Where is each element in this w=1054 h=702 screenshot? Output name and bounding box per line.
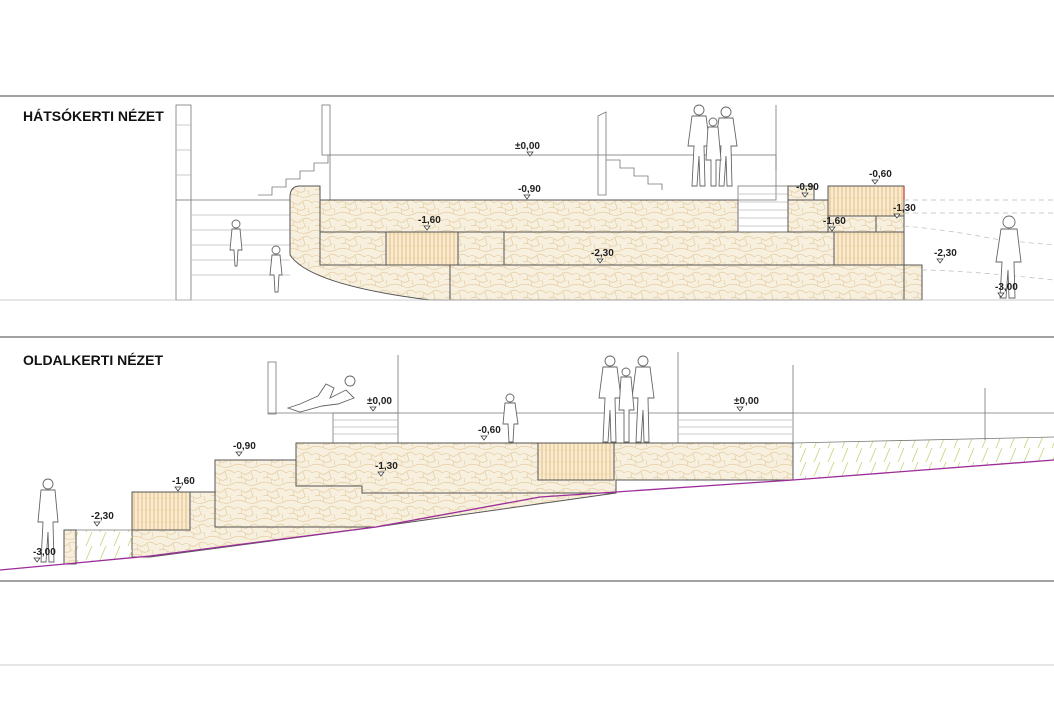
stone-edge-300	[63, 529, 77, 565]
level-marker: -2,30	[934, 248, 957, 264]
terrace-upper	[329, 154, 777, 201]
view-rear-garden: HÁTSÓKERTI NÉZET	[0, 95, 1054, 338]
level-marker: -0,90	[796, 182, 819, 198]
level-marker: -1,60	[418, 215, 441, 231]
person-adult-right	[995, 215, 1022, 299]
ground-hatch-left	[76, 530, 132, 564]
wall-pillar-left	[321, 104, 331, 156]
svg-text:-3,00: -3,00	[33, 547, 56, 558]
level-marker: -0,90	[233, 441, 256, 457]
stone-block-060	[827, 185, 905, 217]
svg-text:±0,00: ±0,00	[515, 141, 540, 152]
level-marker: -1,30	[375, 461, 398, 477]
view-title: HÁTSÓKERTI NÉZET	[23, 107, 164, 124]
svg-text:-1,30: -1,30	[893, 203, 916, 214]
svg-text:-2,30: -2,30	[934, 248, 957, 259]
stairs-right	[677, 412, 794, 444]
person-child-2	[269, 245, 283, 293]
stone-tier-160-b	[457, 231, 505, 266]
stone-tier-base	[449, 264, 923, 301]
level-marker: -1,60	[823, 216, 846, 232]
svg-text:-0,60: -0,60	[869, 169, 892, 180]
person-reclining	[286, 375, 356, 413]
stone-tier-230	[503, 231, 835, 266]
staircase-left	[258, 155, 329, 196]
svg-text:-1,60: -1,60	[172, 476, 195, 487]
person-child-1	[229, 219, 243, 267]
level-marker: -3,00	[33, 547, 56, 563]
view-title: OLDALKERTI NÉZET	[23, 352, 163, 368]
level-marker: -0,90	[518, 184, 541, 200]
level-marker: ±0,00	[367, 396, 392, 412]
level-marker: -2,30	[91, 511, 114, 527]
level-marker: -2,30	[591, 248, 614, 264]
svg-text:-2,30: -2,30	[91, 511, 114, 522]
svg-text:±0,00: ±0,00	[367, 396, 392, 407]
svg-text:-3,00: -3,00	[995, 282, 1018, 293]
person-group-adults	[687, 104, 738, 187]
stone-tier-160-accent	[385, 231, 459, 266]
person-group-adults	[598, 355, 655, 443]
svg-text:-1,60: -1,60	[823, 216, 846, 227]
svg-text:-0,90: -0,90	[796, 182, 819, 193]
level-marker: -3,00	[995, 282, 1018, 298]
terrain-profile-line	[0, 459, 1054, 571]
svg-text:-1,60: -1,60	[418, 215, 441, 226]
staircase-mid	[606, 159, 663, 190]
level-marker: ±0,00	[515, 141, 540, 157]
svg-text:-2,30: -2,30	[591, 248, 614, 259]
stone-block-090	[787, 199, 829, 233]
svg-text:-0,60: -0,60	[478, 425, 501, 436]
wall-pillar	[267, 361, 277, 415]
level-marker: -1,60	[172, 476, 195, 492]
svg-text:-0,90: -0,90	[518, 184, 541, 195]
stone-tier-160-a	[319, 231, 387, 266]
level-marker: -0,60	[869, 169, 892, 185]
stone-tier-060-accent	[537, 442, 615, 481]
wall-pillar-mid	[597, 111, 607, 196]
stone-block-160	[833, 231, 905, 266]
person-child	[502, 393, 519, 443]
level-marker: -1,30	[893, 203, 916, 219]
stairs-right	[737, 185, 789, 233]
level-marker: -0,60	[478, 425, 501, 441]
level-marker: ±0,00	[734, 396, 759, 412]
svg-text:-1,30: -1,30	[375, 461, 398, 472]
stone-tier-160-accent	[131, 491, 191, 531]
view-side-garden: OLDALKERTI NÉZET	[0, 352, 1054, 666]
person-adult-left	[37, 478, 59, 563]
ground-hatch-right	[793, 437, 1054, 480]
stairs-left	[332, 412, 399, 444]
svg-text:±0,00: ±0,00	[734, 396, 759, 407]
svg-text:-0,90: -0,90	[233, 441, 256, 452]
stone-tier-090	[319, 199, 739, 233]
